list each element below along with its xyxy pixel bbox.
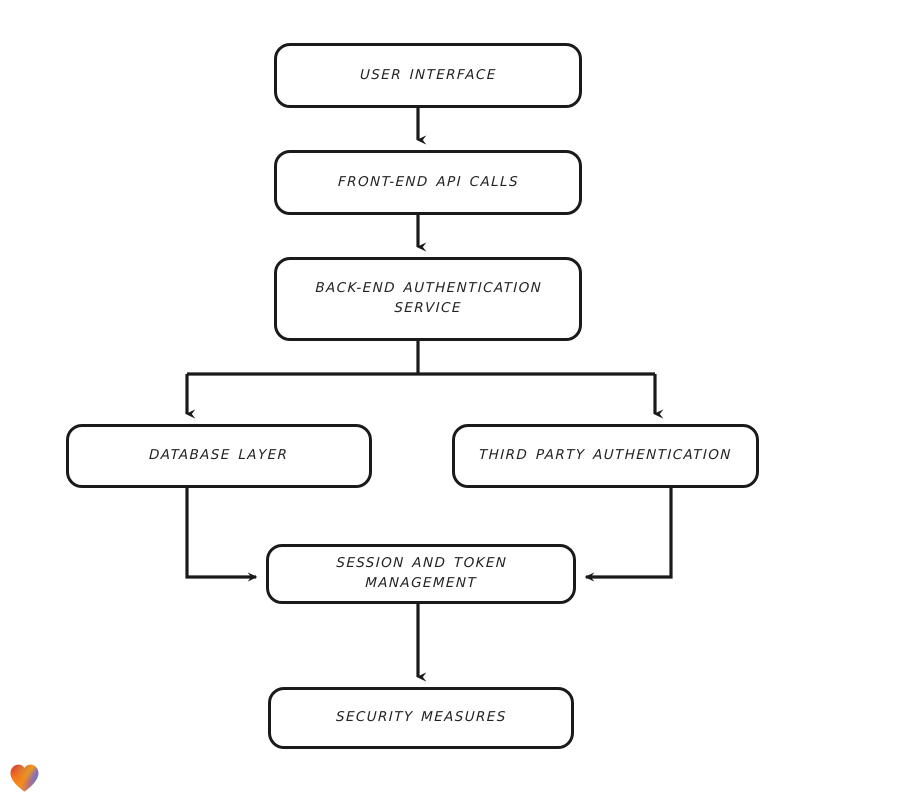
node-user-interface-label: User Interface — [359, 66, 497, 83]
heart-icon — [10, 764, 39, 792]
node-database-layer[interactable]: Database Layer — [66, 424, 372, 488]
node-security-measures[interactable]: Security Measures — [268, 687, 574, 749]
node-backend-authentication-service-label: Back-End Authentication Service — [314, 280, 543, 316]
node-database-layer-label: Database Layer — [149, 447, 289, 464]
node-third-party-authentication-label: Third Party Authentication — [478, 447, 733, 464]
node-session-and-token-management-label: Session and Token Management — [335, 555, 508, 591]
node-third-party-authentication[interactable]: Third Party Authentication — [452, 424, 759, 488]
node-frontend-api-calls[interactable]: Front-End API Calls — [274, 150, 582, 215]
node-user-interface[interactable]: User Interface — [274, 43, 582, 108]
node-security-measures-label: Security Measures — [335, 709, 507, 726]
edge-thirdparty-to-session — [584, 488, 673, 582]
node-session-and-token-management[interactable]: Session and Token Management — [266, 544, 576, 604]
node-frontend-api-calls-label: Front-End API Calls — [337, 173, 519, 190]
node-backend-authentication-service[interactable]: Back-End Authentication Service — [274, 257, 582, 341]
edge-database-to-session — [185, 488, 258, 582]
